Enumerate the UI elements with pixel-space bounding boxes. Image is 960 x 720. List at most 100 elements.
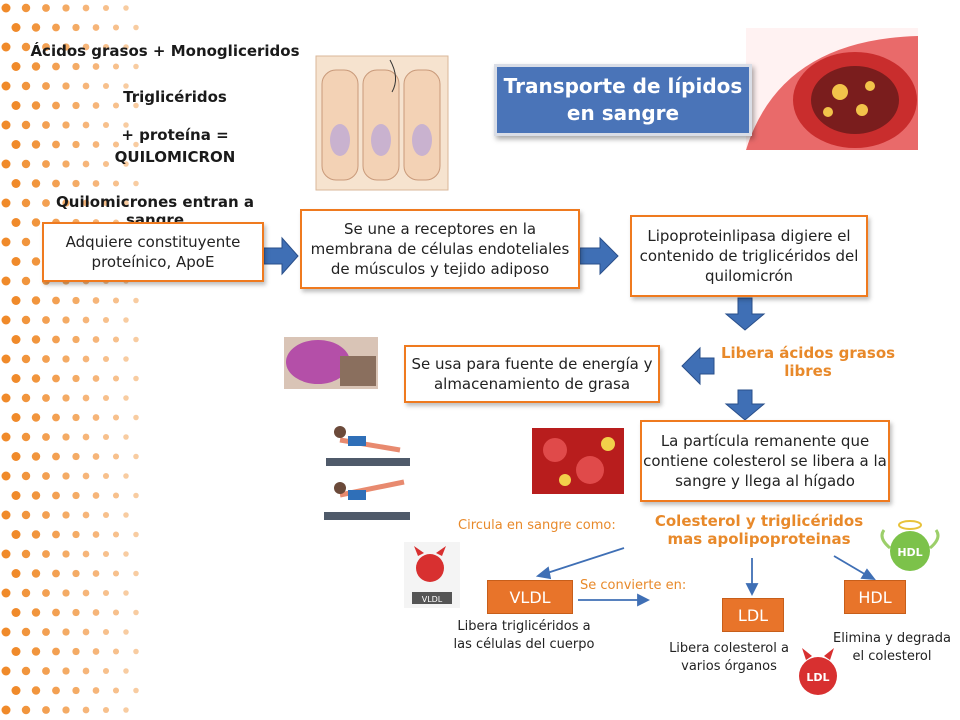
decor-dot bbox=[72, 23, 80, 32]
decor-dot bbox=[62, 199, 70, 207]
decor-dot bbox=[112, 180, 120, 187]
vldl-mascot-text: VLDL bbox=[422, 595, 443, 604]
ldl-mascot-text: LDL bbox=[806, 671, 829, 684]
decor-dot bbox=[21, 666, 31, 676]
decor-dot bbox=[112, 375, 120, 382]
decor-dot bbox=[112, 570, 120, 577]
tag-ldl: LDL bbox=[722, 598, 784, 632]
decor-dot bbox=[21, 198, 31, 208]
decor-dot bbox=[11, 335, 21, 344]
decor-dot bbox=[31, 23, 41, 32]
decor-dot bbox=[62, 394, 70, 402]
decor-dot bbox=[112, 297, 120, 304]
decor-dot bbox=[62, 82, 70, 90]
decor-dot bbox=[92, 24, 100, 31]
diagram-title: Transporte de lípidos en sangre bbox=[494, 64, 752, 136]
decor-dot bbox=[1, 237, 11, 247]
decor-dot bbox=[92, 414, 100, 421]
decor-dot bbox=[123, 200, 129, 206]
decor-dot bbox=[21, 81, 31, 91]
decor-dot bbox=[11, 140, 21, 149]
decor-dot bbox=[62, 550, 70, 558]
decor-dot bbox=[31, 179, 41, 188]
arrow-right-1 bbox=[263, 236, 299, 276]
decor-dot bbox=[72, 296, 80, 305]
arrow-down-1 bbox=[724, 297, 766, 331]
decor-dot bbox=[11, 23, 21, 32]
decor-dot bbox=[72, 452, 80, 461]
libera-acidos-label: Libera ácidos grasos libres bbox=[720, 344, 896, 380]
decor-dot bbox=[21, 354, 31, 364]
decor-dot bbox=[112, 336, 120, 343]
decor-dot bbox=[31, 296, 41, 305]
decor-dot bbox=[11, 257, 21, 266]
decor-dot bbox=[62, 511, 70, 519]
ldl-description: Libera colesterol a varios órganos bbox=[669, 641, 789, 674]
decor-dot bbox=[102, 628, 110, 636]
decor-dot bbox=[72, 491, 80, 500]
decor-dot bbox=[1, 315, 11, 325]
decor-dot bbox=[133, 375, 139, 382]
decor-dot bbox=[31, 374, 41, 383]
decor-dot bbox=[123, 473, 129, 479]
exercise-image-2 bbox=[324, 476, 410, 524]
decor-dot bbox=[112, 414, 120, 421]
decor-dot bbox=[1, 81, 11, 91]
decor-dot bbox=[133, 180, 139, 187]
decor-dot bbox=[62, 355, 70, 363]
decor-dot bbox=[21, 471, 31, 481]
decor-dot bbox=[21, 276, 31, 286]
decor-dot bbox=[82, 43, 90, 51]
decor-dot bbox=[92, 570, 100, 577]
decor-dot bbox=[102, 82, 110, 90]
decor-dot bbox=[123, 44, 129, 50]
connector-arrows bbox=[535, 547, 876, 607]
decor-dot bbox=[133, 492, 139, 499]
decor-dot bbox=[42, 316, 50, 324]
decor-dot bbox=[72, 647, 80, 656]
decor-dot bbox=[112, 648, 120, 655]
decor-dot bbox=[82, 160, 90, 168]
decor-dot bbox=[31, 62, 41, 71]
decor-dot bbox=[21, 393, 31, 403]
decor-dot bbox=[31, 101, 41, 110]
arrow-right-2 bbox=[579, 236, 619, 276]
decor-dot bbox=[11, 218, 21, 227]
decor-dot bbox=[21, 588, 31, 598]
decor-dot bbox=[62, 472, 70, 480]
decor-dot bbox=[11, 179, 21, 188]
decor-dot bbox=[123, 629, 129, 635]
tag-vldl: VLDL bbox=[487, 580, 573, 614]
decor-dot bbox=[31, 647, 41, 656]
box-remanente: La partícula remanente que contiene cole… bbox=[640, 420, 890, 502]
decor-dot bbox=[72, 608, 80, 617]
decor-dot bbox=[21, 627, 31, 637]
diagram-title-line1: Transporte de lípidos bbox=[503, 74, 743, 98]
decor-dot bbox=[42, 667, 50, 675]
decor-dot bbox=[62, 121, 70, 129]
decor-dot bbox=[21, 159, 31, 169]
decor-dot bbox=[21, 315, 31, 325]
decor-dot bbox=[1, 198, 11, 208]
decor-dot bbox=[52, 23, 60, 32]
diagram-title-line2: en sangre bbox=[566, 101, 680, 125]
decor-dot bbox=[92, 531, 100, 538]
decor-dot bbox=[1, 354, 11, 364]
exercise-image-1 bbox=[326, 418, 410, 468]
decor-dot bbox=[42, 160, 50, 168]
circula-label: Circula en sangre como: bbox=[458, 518, 616, 533]
box-energia: Se usa para fuente de energía y almacena… bbox=[404, 345, 660, 403]
decor-dot bbox=[112, 24, 120, 31]
decor-dot bbox=[52, 62, 60, 71]
decor-dot bbox=[112, 687, 120, 694]
decor-dot bbox=[82, 472, 90, 480]
decor-dot bbox=[82, 589, 90, 597]
decor-dot bbox=[112, 453, 120, 460]
blood-cells-image bbox=[532, 428, 624, 494]
decor-dot bbox=[112, 102, 120, 109]
decor-dot bbox=[11, 452, 21, 461]
decor-dot bbox=[62, 43, 70, 51]
decor-dot bbox=[11, 374, 21, 383]
decor-dot bbox=[82, 511, 90, 519]
decor-dot bbox=[82, 706, 90, 714]
